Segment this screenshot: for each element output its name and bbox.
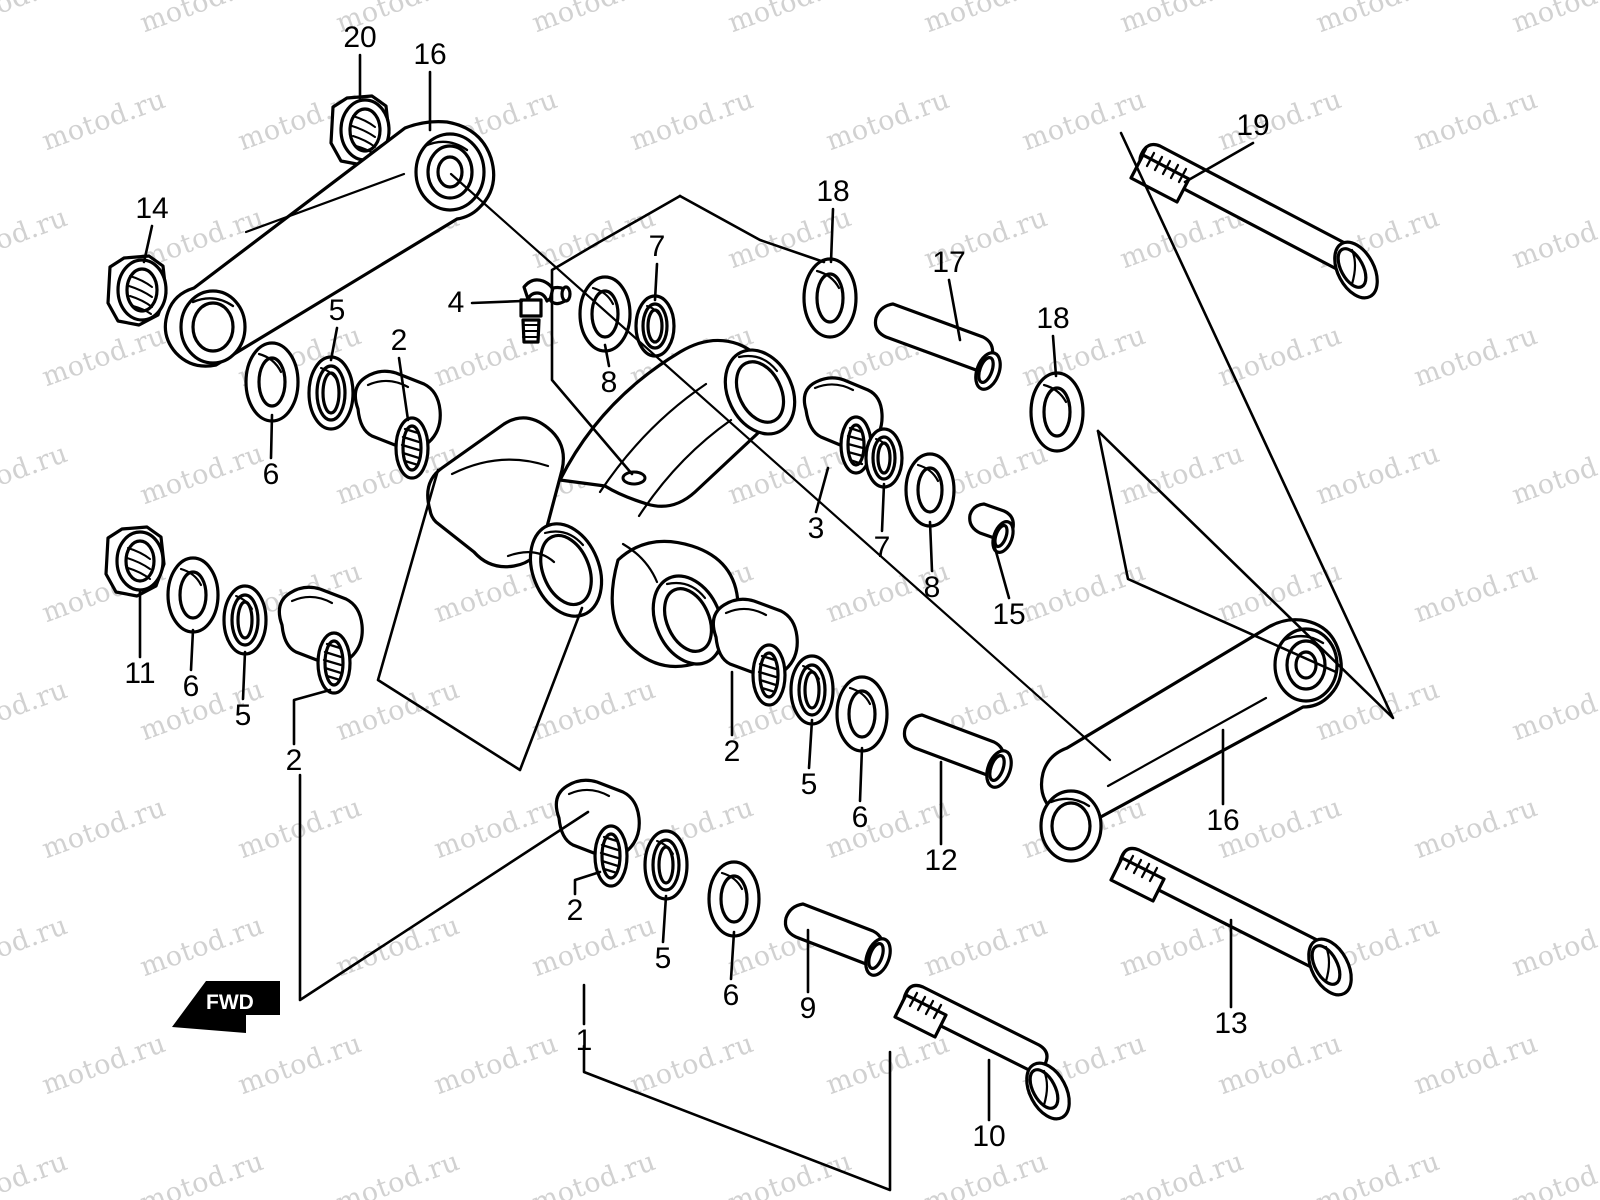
callout-washer-6c: 6 <box>851 801 869 834</box>
callout-oil-seal-5a: 5 <box>328 294 346 327</box>
callout-spacer-15: 15 <box>992 598 1026 631</box>
callout-cushion-lever-bolt-13: 13 <box>1214 1007 1248 1040</box>
leader-lines <box>138 53 1395 1192</box>
callout-grease-nipple-4: 4 <box>447 286 465 319</box>
part-9-spacer <box>783 902 892 977</box>
part-16-cushion-rod-upper <box>163 120 496 368</box>
part-18-washer-a <box>802 257 858 339</box>
part-7-oil-seal-b <box>864 427 904 489</box>
part-18-washer-b <box>1029 371 1085 453</box>
callout-needle-bearing-2c: 2 <box>723 735 741 768</box>
part-2-needle-bearing-c <box>711 597 799 707</box>
callout-cushion-rod-16b: 16 <box>1206 804 1240 837</box>
part-5-oil-seal-a <box>307 355 355 431</box>
callout-oil-seal-5d: 5 <box>654 942 672 975</box>
callout-nut-14: 14 <box>135 192 169 225</box>
part-4-grease-nipple <box>519 278 572 344</box>
part-2-needle-bearing-a <box>353 369 442 480</box>
callout-needle-bearing-2a: 2 <box>390 324 408 357</box>
callout-washer-6d: 6 <box>722 979 740 1012</box>
part-15-spacer <box>968 502 1015 554</box>
callout-oil-seal-7a: 7 <box>648 230 666 263</box>
part-12-spacer <box>902 713 1013 789</box>
callout-washer-18b: 18 <box>1036 302 1070 335</box>
callout-oil-seal-5b: 5 <box>234 699 252 732</box>
callout-cushion-lever-1: 1 <box>575 1024 593 1057</box>
part-19-cushion-lever-bolt <box>1129 142 1379 300</box>
callout-washer-8b: 8 <box>923 571 941 604</box>
callout-spacer-17: 17 <box>932 246 966 279</box>
part-17-spacer <box>873 302 1002 391</box>
callout-cushion-rod-16a: 16 <box>413 38 447 71</box>
callout-spacer-9: 9 <box>799 992 817 1025</box>
part-10-cushion-rod-bolt <box>893 983 1071 1121</box>
callout-nut-11: 11 <box>124 657 156 690</box>
callout-washer-8a: 8 <box>600 366 618 399</box>
callout-needle-bearing-2d: 2 <box>566 894 584 927</box>
part-5-oil-seal-c <box>789 654 835 726</box>
part-6-washer-d <box>707 860 761 938</box>
fwd-label: FWD <box>206 991 254 1014</box>
callout-oil-seal-7b: 7 <box>873 531 891 564</box>
callout-needle-bearing-3: 3 <box>807 512 825 545</box>
part-6-washer-a <box>244 341 300 423</box>
part-5-oil-seal-d <box>643 829 689 901</box>
callout-cushion-lever-bolt-19: 19 <box>1236 109 1270 142</box>
part-11-nut <box>104 525 166 598</box>
part-2-needle-bearing-b <box>277 585 364 695</box>
callout-washer-18a: 18 <box>816 175 850 208</box>
callout-oil-seal-5c: 5 <box>800 768 818 801</box>
callout-cushion-rod-bolt-10: 10 <box>972 1120 1006 1153</box>
part-14-nut <box>106 254 168 327</box>
callout-spacer-12: 12 <box>924 844 958 877</box>
part-6-washer-c <box>835 675 889 753</box>
part-2-needle-bearing-d <box>554 778 641 888</box>
callout-washer-6b: 6 <box>182 670 200 703</box>
forward-direction-arrow: FWD <box>168 975 288 1037</box>
part-1-cushion-lever <box>426 338 797 669</box>
part-13-cushion-lever-bolt <box>1109 846 1353 997</box>
callout-nut-20: 20 <box>343 21 377 54</box>
callout-needle-bearing-2b: 2 <box>285 744 303 777</box>
callout-washer-6a: 6 <box>262 458 280 491</box>
